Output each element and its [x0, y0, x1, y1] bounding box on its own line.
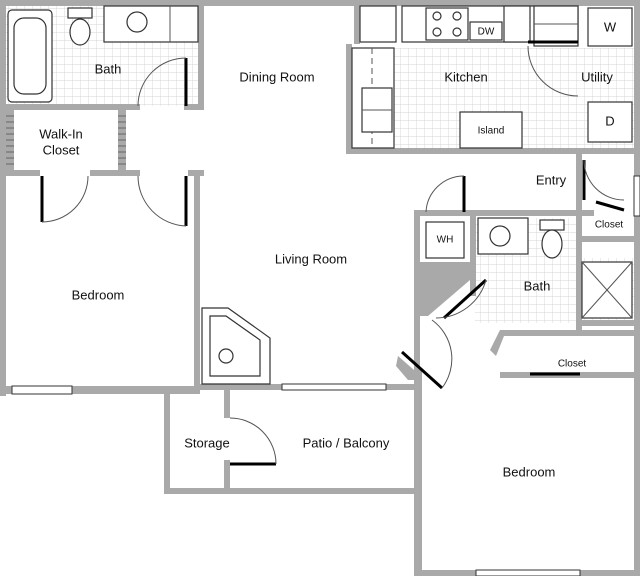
- range-stove: [425, 7, 469, 41]
- dryer: [587, 101, 633, 143]
- wall-kitchen-left: [346, 44, 352, 152]
- wall-wh-bottom: [416, 262, 476, 268]
- water-heater: [425, 221, 465, 259]
- wall-bath-right-top: [414, 210, 594, 216]
- wall-dining-kitchen: [354, 0, 360, 44]
- wall-top: [0, 0, 640, 6]
- room-label-closet-small: Closet: [595, 220, 624, 231]
- washer: [587, 7, 633, 47]
- wall-kitchen-bottom: [346, 148, 580, 154]
- fireplace-grate: [218, 348, 234, 364]
- burner-icon: [452, 27, 462, 37]
- room-label-utility: Utility: [581, 69, 613, 84]
- room-label-walk-in-line1: Walk-In: [39, 126, 83, 141]
- wall-closet-bottom-left: [0, 170, 40, 176]
- room-label-living-room: Living Room: [275, 251, 347, 266]
- dishwasher: [469, 21, 503, 41]
- wall-wh-right: [470, 216, 476, 296]
- room-label-closet-wide: Closet: [558, 359, 587, 370]
- washer-label: W: [604, 19, 617, 34]
- island-label: Island: [478, 126, 505, 137]
- room-label-dining-room: Dining Room: [239, 69, 314, 84]
- sink-top: [126, 11, 148, 33]
- wall-left: [0, 0, 6, 396]
- toilet-top: [69, 18, 91, 46]
- bathtub-basin: [13, 17, 47, 95]
- room-label-walk-in-line2: Closet: [43, 142, 80, 157]
- window-bedroom-left: [11, 385, 73, 395]
- room-label-kitchen: Kitchen: [444, 69, 487, 84]
- wall-entry-left: [576, 148, 582, 210]
- wall-angle-wh: [416, 268, 470, 316]
- wall-bedroom-left-bottom: [0, 386, 200, 394]
- wall-right: [634, 0, 640, 576]
- wall-angle-bedroom: [396, 356, 422, 380]
- toilet-tank-top: [67, 7, 93, 19]
- burner-icon: [452, 11, 462, 21]
- wall-closet-bottom-right: [90, 170, 140, 176]
- closet-shelf-stripes: [6, 115, 126, 165]
- room-label-entry: Entry: [536, 172, 567, 187]
- wall-closet-left-stripes: [6, 110, 14, 172]
- room-label-bath-right: Bath: [524, 278, 551, 293]
- room-label-bedroom-left: Bedroom: [72, 287, 125, 302]
- burner-icon: [432, 11, 442, 21]
- toilet-right: [541, 229, 563, 259]
- window-bedroom-right: [475, 569, 581, 576]
- wall-bedroom-right: [194, 170, 200, 390]
- window-patio: [281, 383, 387, 391]
- wall-bath-bottom: [0, 104, 140, 110]
- wall-closet-right: [118, 110, 126, 172]
- room-label-bath-top: Bath: [95, 61, 122, 76]
- wall-patio-left: [164, 390, 170, 494]
- wall-storage-bottom: [224, 460, 230, 494]
- wall-bath-bottom-right: [184, 104, 204, 110]
- wall-angle-closet: [490, 330, 640, 356]
- wall-closet-small-bottom: [580, 236, 640, 242]
- toilet-tank-right: [539, 219, 565, 231]
- window-entry: [633, 175, 640, 217]
- wall-patio-bottom: [164, 488, 414, 494]
- doors: [40, 40, 625, 466]
- room-label-bedroom-right: Bedroom: [503, 464, 556, 479]
- kitchen-island: [459, 111, 523, 149]
- dryer-label: D: [605, 113, 614, 128]
- burner-icon: [432, 27, 442, 37]
- counter-segment: [503, 5, 531, 43]
- wall-bath-right: [198, 0, 204, 108]
- dishwasher-label: DW: [478, 27, 495, 38]
- water-heater-label: WH: [437, 235, 454, 246]
- counter-corner: [359, 5, 397, 43]
- room-label-storage: Storage: [184, 435, 230, 450]
- refrigerator: [533, 5, 579, 47]
- wall-bedroom-right-left: [414, 370, 422, 576]
- sink-right: [489, 225, 511, 247]
- wall-shower-left: [576, 210, 582, 330]
- vanity-top: [103, 5, 199, 43]
- wall-shower-bottom: [580, 320, 640, 326]
- wall-entry-top: [582, 148, 640, 154]
- room-label-patio-balcony: Patio / Balcony: [303, 435, 390, 450]
- wall-storage-top: [224, 390, 230, 418]
